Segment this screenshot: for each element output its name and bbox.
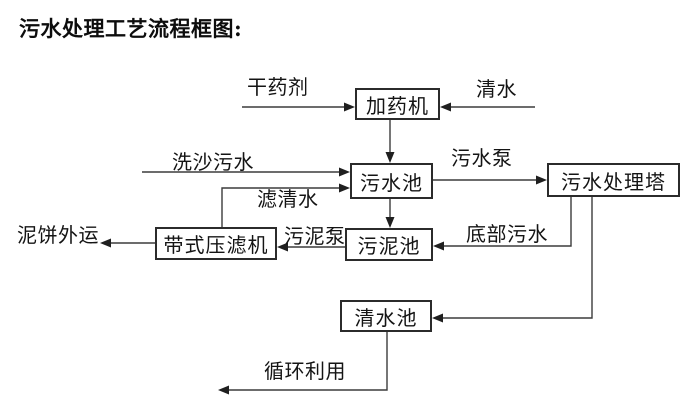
arrow-treatment-tower-to-clean-water-pool (432, 197, 593, 323)
arrow-sewage-pool-to-sludge-pool (385, 199, 395, 228)
label-filtered-water: 滤清水 (257, 187, 319, 211)
node-sludge-pool: 污泥池 (345, 228, 433, 261)
node-clean-water-pool: 清水池 (340, 300, 432, 332)
arrow-sewage-pool-to-treatment-tower (433, 175, 547, 185)
node-sewage-treatment-tower: 污水处理塔 (547, 163, 680, 197)
label-sludge-pump: 污泥泵 (284, 224, 346, 248)
label-bottom-sewage: 底部污水 (466, 222, 548, 246)
arrow-belt-filter-press-to-mud-cake (100, 238, 155, 248)
label-dry-chemical: 干药剂 (247, 75, 309, 99)
node-belt-filter-press: 带式压滤机 (155, 227, 277, 260)
arrow-dry-chemical-to-dosing-machine (242, 102, 355, 112)
label-sewage-pump: 污水泵 (451, 146, 513, 170)
label-mud-cake-outbound: 泥饼外运 (17, 223, 99, 247)
arrow-dosing-machine-to-sewage-pool (385, 120, 395, 163)
node-dosing-machine: 加药机 (355, 88, 440, 120)
label-recycling: 循环利用 (264, 359, 346, 383)
label-clean-water: 清水 (476, 77, 517, 101)
node-sewage-pool: 污水池 (350, 163, 433, 199)
page-title: 污水处理工艺流程框图: (19, 16, 243, 41)
label-sand-washing-sewage: 洗沙污水 (172, 150, 254, 174)
arrow-clean-water-to-dosing-machine (440, 102, 535, 112)
